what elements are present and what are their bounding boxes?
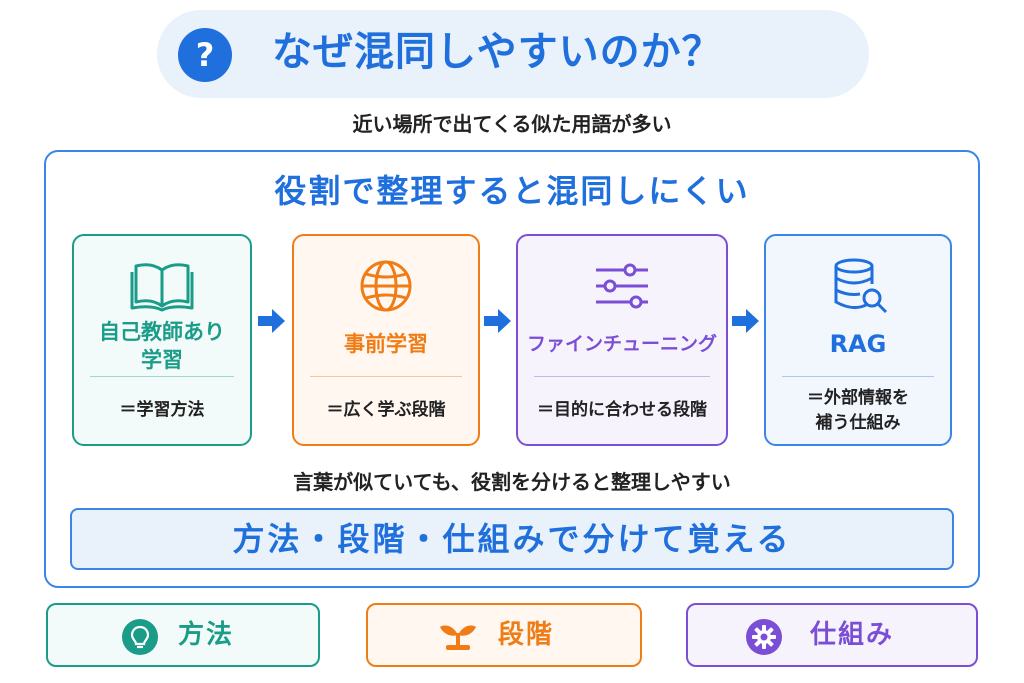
card-title-line: 事前学習 bbox=[344, 332, 428, 356]
card-divider bbox=[534, 376, 710, 377]
page-subtitle: 近い場所で出てくる似た用語が多い bbox=[352, 112, 672, 136]
card-description: 補う仕組み bbox=[815, 413, 901, 433]
card-description: ＝広く学ぶ段階 bbox=[326, 400, 446, 420]
card-title-line: RAG bbox=[829, 330, 887, 358]
card-pretraining: 事前学習 ＝広く学ぶ段階 bbox=[292, 234, 480, 446]
legend-label: 仕組み bbox=[810, 620, 895, 650]
card-description: ＝外部情報を bbox=[807, 388, 909, 408]
globe-icon bbox=[360, 260, 412, 312]
card-divider bbox=[90, 376, 234, 377]
card-title-line: 自己教師あり bbox=[99, 320, 225, 344]
legend-mechanism: 仕組み bbox=[686, 603, 978, 667]
arrow-right-icon bbox=[484, 309, 511, 333]
bridge-text: 言葉が似ていても、役割を分けると整理しやすい bbox=[293, 470, 731, 494]
card-title-line: ファインチューニング bbox=[526, 333, 717, 355]
summary-bar: 方法・段階・仕組みで分けて覚える bbox=[70, 508, 954, 570]
gear-icon bbox=[746, 619, 782, 655]
legend-method: 方法 bbox=[46, 603, 320, 667]
card-finetuning: ファインチューニング ＝目的に合わせる段階 bbox=[516, 234, 728, 446]
page-title: なぜ混同しやすいのか？ bbox=[272, 29, 723, 75]
database-search-icon bbox=[834, 258, 888, 314]
sliders-icon bbox=[596, 263, 648, 309]
card-rag: RAG ＝外部情報を 補う仕組み bbox=[764, 234, 952, 446]
legend-label: 方法 bbox=[178, 620, 235, 650]
card-self-supervised: 自己教師あり 学習 ＝学習方法 bbox=[72, 234, 252, 446]
open-book-icon bbox=[130, 263, 194, 312]
arrow-right-icon bbox=[258, 309, 285, 333]
card-divider bbox=[310, 376, 462, 377]
main-heading: 役割で整理すると混同しにくい bbox=[274, 172, 750, 210]
card-description: ＝目的に合わせる段階 bbox=[537, 400, 707, 420]
legend-stage: 段階 bbox=[366, 603, 642, 667]
question-icon: ? bbox=[178, 28, 232, 82]
arrow-right-icon bbox=[732, 309, 759, 333]
card-description: ＝学習方法 bbox=[119, 400, 205, 420]
card-title-line: 学習 bbox=[141, 348, 183, 372]
lightbulb-icon bbox=[122, 619, 158, 655]
legend-label: 段階 bbox=[498, 620, 555, 650]
title-banner bbox=[157, 10, 869, 98]
card-divider bbox=[782, 376, 934, 377]
sprout-icon bbox=[440, 625, 476, 650]
